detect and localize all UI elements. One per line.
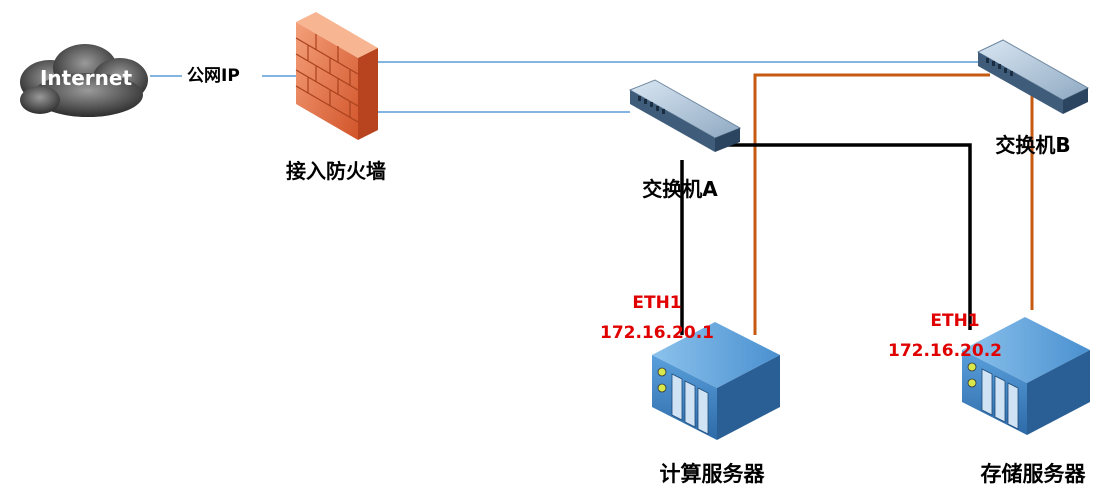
compute-eth-label: ETH1 — [632, 293, 681, 313]
links — [150, 61, 1034, 335]
firewall: 接入防火墙 — [286, 12, 386, 183]
firewall-label: 接入防火墙 — [286, 159, 386, 183]
switch-a: 交换机A — [628, 79, 742, 201]
internet-label: Internet — [40, 66, 132, 90]
compute-server-label: 计算服务器 — [660, 462, 766, 486]
server-icon — [962, 317, 1090, 435]
cloud-icon — [20, 44, 148, 117]
switcha-storage-link — [722, 143, 972, 330]
switch-b-label: 交换机B — [995, 133, 1070, 157]
storage-eth-label: ETH1 — [930, 311, 979, 331]
switch-a-label: 交换机A — [642, 177, 718, 201]
switch-icon — [628, 79, 742, 152]
storage-ip-label: 172.16.20.2 — [888, 341, 1002, 361]
switchb-compute-link — [753, 73, 990, 335]
firewall-icon — [295, 12, 378, 140]
switch-b: 交换机B — [976, 39, 1090, 157]
compute-ip-label: 172.16.20.1 — [600, 323, 714, 343]
internet-cloud: Internet — [20, 44, 148, 117]
public-ip-label: 公网IP — [187, 66, 240, 86]
storage-server-label: 存储服务器 — [981, 462, 1087, 486]
server-icon — [652, 322, 780, 440]
compute-server: ETH1 172.16.20.1 计算服务器 — [600, 293, 780, 486]
storage-server: ETH1 172.16.20.2 存储服务器 — [888, 311, 1090, 486]
switch-icon — [976, 39, 1090, 114]
